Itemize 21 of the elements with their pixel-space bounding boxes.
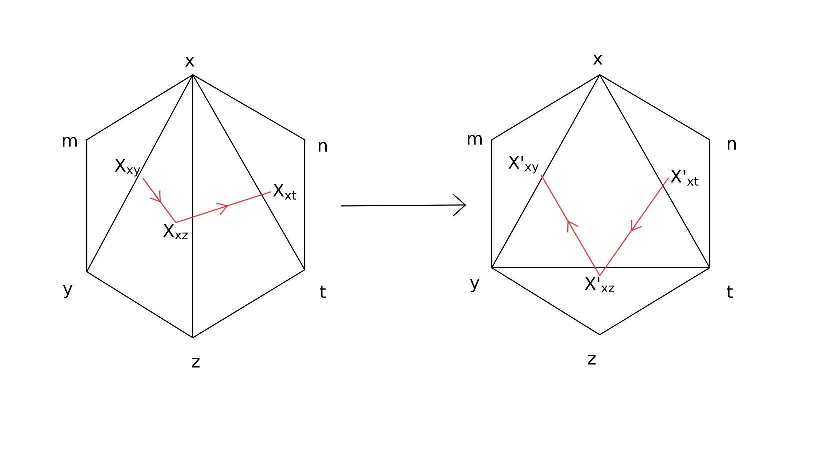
arrow [341, 194, 466, 216]
vertex-label: t [320, 286, 326, 298]
point-label: X'$_{xt}$ [670, 170, 699, 186]
vertex-label: t [727, 286, 733, 298]
vertex-label: y [63, 285, 73, 299]
point-label: X$_{xy}$ [115, 159, 140, 177]
hexagon-drawing [86, 74, 306, 339]
vertex-label: n [728, 140, 736, 150]
point-label: X$_{xt}$ [273, 184, 296, 200]
vertex-label: y [470, 279, 480, 293]
vertex-label: x [593, 55, 603, 65]
vertex-label: m [468, 135, 482, 145]
vertex-label: z [588, 355, 596, 365]
point-label: X'$_{xz}$ [585, 277, 614, 292]
vertex-label: z [192, 358, 200, 368]
point-label: X'$_{xy}$ [508, 156, 539, 174]
hexagon-drawing [491, 74, 711, 336]
vertex-label: x [185, 57, 195, 67]
point-label: X$_{xz}$ [163, 224, 188, 240]
vertex-label: m [63, 137, 77, 147]
vertex-label: n [319, 142, 328, 152]
